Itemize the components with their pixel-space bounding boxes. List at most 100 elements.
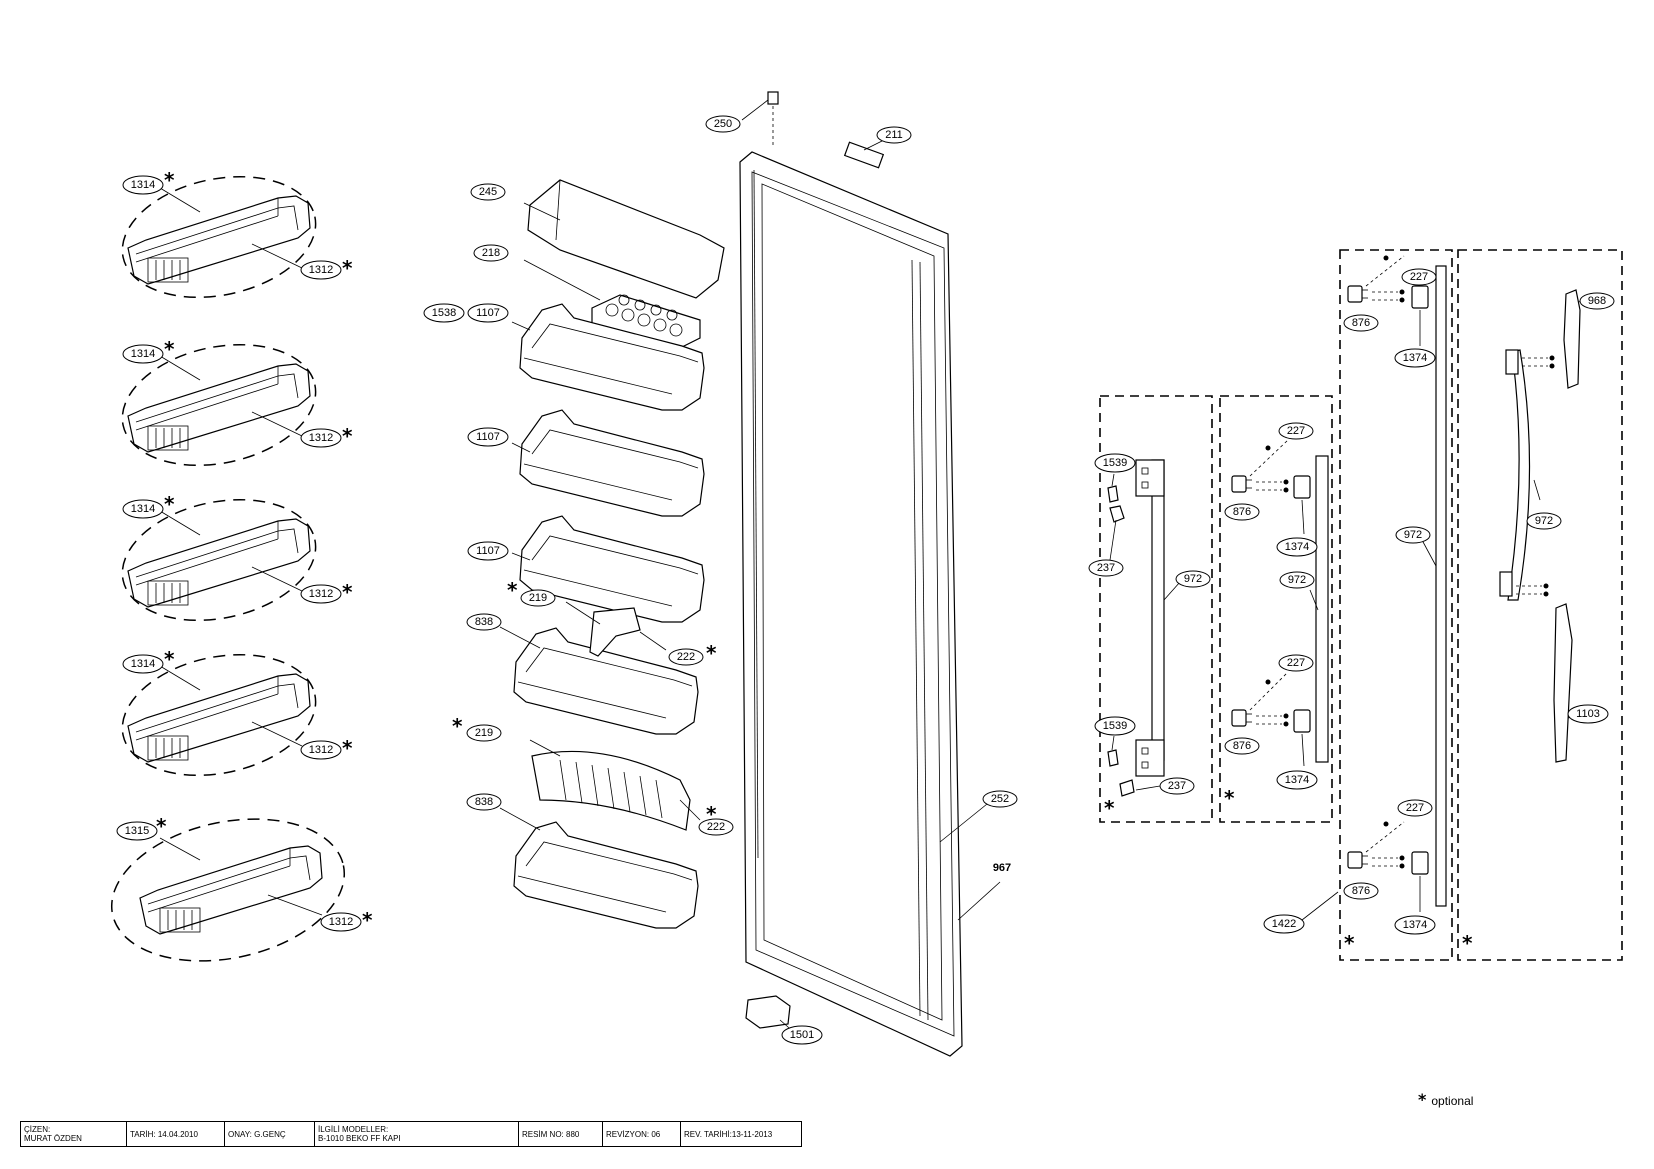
svg-text:876: 876 bbox=[1352, 885, 1370, 897]
label-1103: 1103 bbox=[1567, 704, 1609, 724]
label-219-2: 219 bbox=[466, 724, 502, 742]
handle-bar-kit-1 bbox=[1107, 459, 1181, 797]
svg-text:219: 219 bbox=[529, 592, 547, 604]
svg-text:972: 972 bbox=[1535, 515, 1553, 527]
drawn-by-cell: ÇİZEN: MURAT ÖZDEN bbox=[21, 1122, 127, 1146]
svg-text:*: * bbox=[1224, 786, 1235, 810]
optional-legend: *optional bbox=[1418, 1090, 1473, 1109]
svg-text:219: 219 bbox=[475, 727, 493, 739]
shelf-rail-group-5 bbox=[110, 818, 346, 962]
handle-bar-kit-3 bbox=[1301, 255, 1447, 921]
svg-text:245: 245 bbox=[479, 186, 497, 198]
label-245: 245 bbox=[470, 183, 506, 201]
label-1312-5: 1312 bbox=[320, 912, 362, 932]
svg-text:218: 218 bbox=[482, 247, 500, 259]
label-1314-1: 1314 bbox=[122, 175, 164, 195]
svg-text:1374: 1374 bbox=[1285, 541, 1309, 553]
optional-stars: * * * * * * * * * * * * * * * * * * bbox=[156, 168, 1473, 955]
handle-kit-box-3 bbox=[1339, 249, 1453, 961]
svg-text:1538: 1538 bbox=[432, 307, 456, 319]
svg-text:1539: 1539 bbox=[1103, 457, 1127, 469]
label-252: 252 bbox=[982, 790, 1018, 808]
fridge-door bbox=[739, 91, 1001, 1057]
dairy-compartment bbox=[523, 179, 725, 299]
legend-text: optional bbox=[1431, 1094, 1474, 1108]
door-bins bbox=[499, 303, 705, 929]
svg-text:1103: 1103 bbox=[1576, 708, 1600, 720]
label-1107-2: 1107 bbox=[467, 427, 509, 447]
label-1312-2: 1312 bbox=[300, 428, 342, 448]
label-237-2: 237 bbox=[1159, 777, 1195, 795]
svg-text:972: 972 bbox=[1404, 529, 1422, 541]
label-1312-1: 1312 bbox=[300, 260, 342, 280]
svg-text:972: 972 bbox=[1184, 573, 1202, 585]
svg-text:*: * bbox=[342, 256, 353, 280]
label-1314-3: 1314 bbox=[122, 499, 164, 519]
svg-text:237: 237 bbox=[1097, 562, 1115, 574]
svg-text:222: 222 bbox=[677, 651, 695, 663]
label-876-3: 876 bbox=[1343, 314, 1379, 332]
label-1374-4: 1374 bbox=[1394, 915, 1436, 935]
label-1314-2: 1314 bbox=[122, 344, 164, 364]
label-1315: 1315 bbox=[116, 821, 158, 841]
svg-text:227: 227 bbox=[1287, 425, 1305, 437]
bottle-holder-large bbox=[529, 739, 701, 831]
svg-text:227: 227 bbox=[1410, 271, 1428, 283]
svg-text:*: * bbox=[164, 647, 175, 671]
handle-kit-box-2 bbox=[1219, 395, 1333, 823]
svg-text:*: * bbox=[164, 168, 175, 192]
handle-curved-kit bbox=[1499, 289, 1591, 763]
revision-date-cell: REV. TARİHİ:13-11-2013 bbox=[684, 1129, 773, 1139]
label-972-1: 972 bbox=[1175, 570, 1211, 588]
egg-tray bbox=[523, 259, 701, 353]
svg-text:1312: 1312 bbox=[329, 916, 353, 928]
label-1107-1: 1107 bbox=[467, 303, 509, 323]
svg-text:876: 876 bbox=[1233, 740, 1251, 752]
svg-text:1312: 1312 bbox=[309, 744, 333, 756]
svg-text:1314: 1314 bbox=[131, 348, 155, 360]
date-cell: TARİH: 14.04.2010 bbox=[127, 1122, 225, 1146]
label-972-4: 972 bbox=[1526, 512, 1562, 530]
svg-text:222: 222 bbox=[707, 821, 725, 833]
label-972-2: 972 bbox=[1279, 571, 1315, 589]
label-227-2: 227 bbox=[1278, 654, 1314, 672]
svg-text:876: 876 bbox=[1233, 506, 1251, 518]
label-968: 968 bbox=[1579, 292, 1615, 310]
label-972-3: 972 bbox=[1395, 526, 1431, 544]
svg-text:*: * bbox=[507, 578, 518, 602]
models-cell: İLGİLİ MODELLER: B-1010 BEKO FF KAPI bbox=[315, 1122, 519, 1146]
shelf-rail-group-1 bbox=[121, 175, 317, 299]
svg-text:252: 252 bbox=[991, 793, 1009, 805]
svg-text:1374: 1374 bbox=[1285, 774, 1309, 786]
label-227-4: 227 bbox=[1397, 799, 1433, 817]
shelf-rail-group-3 bbox=[121, 498, 317, 622]
label-838-1: 838 bbox=[466, 613, 502, 631]
svg-text:211: 211 bbox=[885, 129, 903, 141]
svg-text:1107: 1107 bbox=[476, 545, 500, 557]
svg-text:1107: 1107 bbox=[476, 307, 500, 319]
label-1422: 1422 bbox=[1263, 914, 1305, 934]
label-219-1: 219 bbox=[520, 589, 556, 607]
revision-cell: REVİZYON: 06 bbox=[603, 1122, 681, 1146]
label-876-2: 876 bbox=[1224, 737, 1260, 755]
label-1501: 1501 bbox=[781, 1025, 823, 1045]
svg-text:1374: 1374 bbox=[1403, 352, 1427, 364]
label-1312-4: 1312 bbox=[300, 740, 342, 760]
svg-text:1422: 1422 bbox=[1272, 918, 1296, 930]
svg-text:*: * bbox=[164, 492, 175, 516]
title-block: ÇİZEN: MURAT ÖZDEN TARİH: 14.04.2010 ONA… bbox=[20, 1121, 802, 1147]
label-222-2: 222 bbox=[698, 818, 734, 836]
part-labels: 1314 1312 1314 1312 1314 1312 1314 1312 … bbox=[116, 115, 1615, 1045]
svg-text:227: 227 bbox=[1406, 802, 1424, 814]
handle-kit-box-4 bbox=[1457, 249, 1623, 961]
svg-text:*: * bbox=[1462, 931, 1473, 955]
handle-kit-box-1 bbox=[1099, 395, 1213, 823]
svg-text:838: 838 bbox=[475, 616, 493, 628]
svg-text:*: * bbox=[362, 908, 373, 932]
label-1107-3: 1107 bbox=[467, 541, 509, 561]
svg-text:876: 876 bbox=[1352, 317, 1370, 329]
svg-text:*: * bbox=[1104, 796, 1115, 820]
bottle-holder-small bbox=[565, 601, 667, 657]
svg-text:1374: 1374 bbox=[1403, 919, 1427, 931]
